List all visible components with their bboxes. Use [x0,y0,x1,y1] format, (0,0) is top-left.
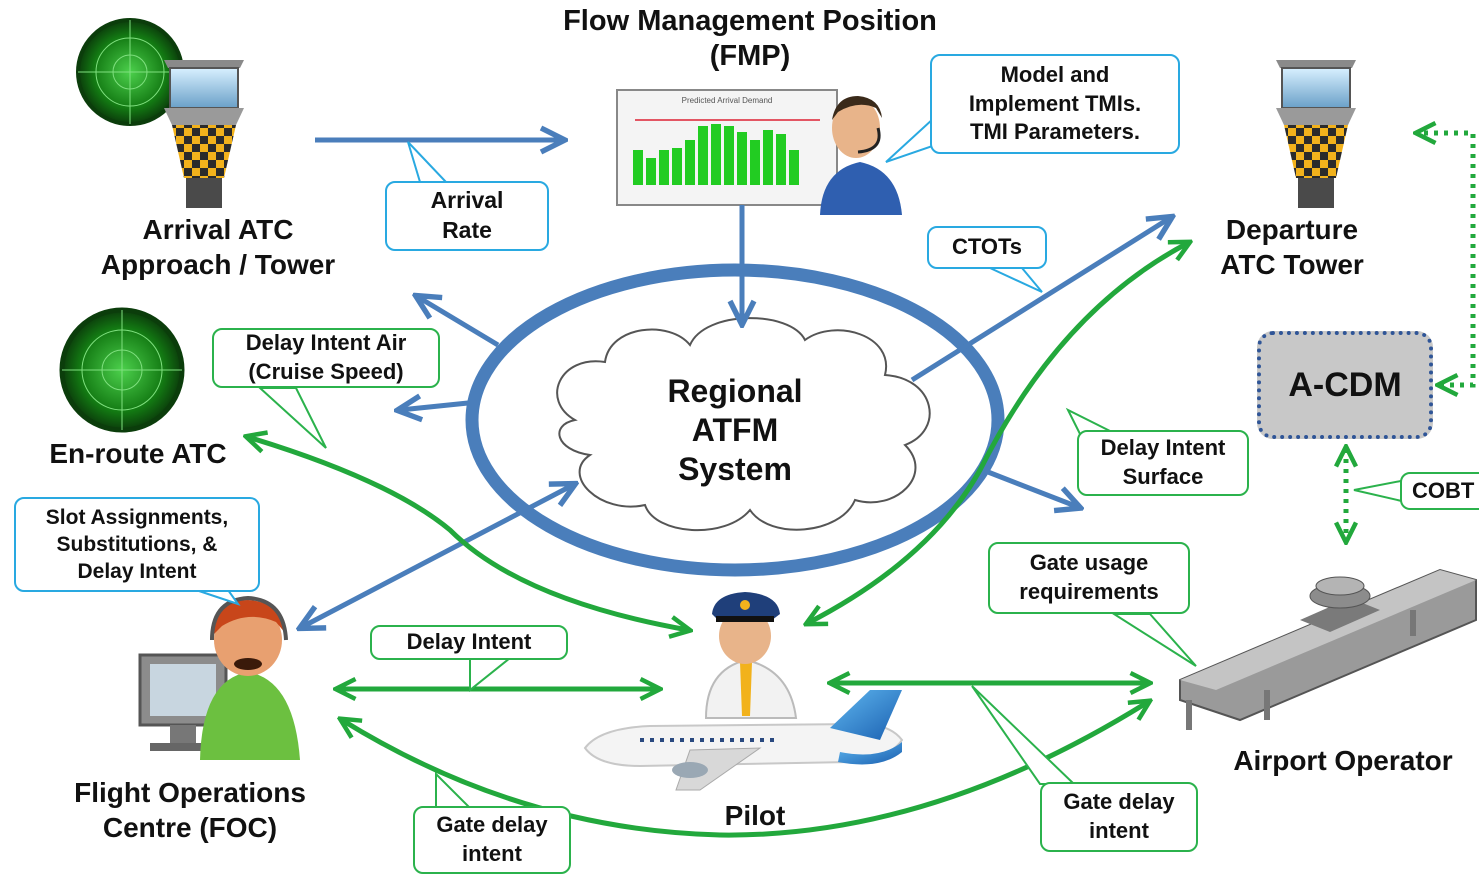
foc-line1: Flight Operations [74,777,306,808]
foc-operator-icon [138,595,300,760]
arrow-system-foc [302,485,573,627]
pointer-delay-air [257,387,327,449]
airport-terminal-icon [1179,568,1477,730]
callout-delay-intent-surface-text: Delay Intent Surface [1100,435,1226,489]
callout-gate-usage: Gate usage requirements [988,542,1190,614]
callout-cobt: COBT [1400,472,1479,510]
callout-slot-assignments: Slot Assignments, Substitutions, & Delay… [14,497,260,592]
arrow-enroute-pilot [248,437,688,630]
callout-model-tmis: Model and Implement TMIs. TMI Parameters… [930,54,1180,154]
callout-delay-intent: Delay Intent [370,625,568,660]
arrival-atc-line2: Approach / Tower [100,249,336,280]
callout-cobt-text: COBT [1412,477,1475,503]
pointer-cobt [1353,478,1407,504]
arrival-atc-label: Arrival ATC Approach / Tower [58,212,378,282]
foc-label: Flight Operations Centre (FOC) [40,775,340,845]
pilot-label: Pilot [724,800,786,831]
tower-icon-arrival [164,60,244,208]
radar-icon-enroute [59,307,185,433]
tower-icon-departure [1276,60,1356,208]
arrow-acdm-departure [1418,133,1476,385]
callout-delay-intent-text: Delay Intent [406,629,532,655]
acdm-label: A-CDM [1288,365,1402,404]
callout-delay-intent-surface: Delay Intent Surface [1077,430,1249,496]
pilot-icon [704,592,798,719]
foc-line2: Centre (FOC) [102,812,278,843]
arrow-system-to-arrival [418,297,500,348]
regional-atfm-system-label: Regional ATFM System [667,373,803,488]
fmp-label-line2: (FMP) [709,40,791,73]
callout-gate-delay-left: Gate delay intent [413,806,571,874]
callout-arrival-rate: Arrival Rate [385,181,549,251]
arrow-foc-airport [342,702,1148,838]
callout-gate-delay-right-text: Gate delay intent [1063,789,1175,843]
arrival-atc-line1: Arrival ATC [142,214,294,245]
pointer-slot [195,589,241,606]
callout-delay-intent-air-text: Delay Intent Air (Cruise Speed) [245,330,407,384]
callout-ctots: CTOTs [927,226,1047,269]
departure-atc-line1: Departure [1225,214,1359,245]
callout-model-tmis-text: Model and Implement TMIs. TMI Parameters… [968,62,1142,145]
enroute-atc-label: En-route ATC [49,438,227,469]
callout-ctots-text: CTOTs [951,234,1023,260]
callout-arrival-rate-text: Arrival Rate [430,187,504,243]
fmp-label-line1: Flow Management Position [563,5,937,37]
fmp-label: Flow Management Position (FMP) [520,4,980,75]
callout-slot-assignments-text: Slot Assignments, Substitutions, & Delay… [45,505,229,584]
operator-icon [820,96,902,215]
arrow-system-to-airport [987,469,1078,507]
airport-operator-label: Airport Operator [1233,745,1453,776]
arrow-pilot-departure [808,243,1188,623]
callout-gate-delay-left-text: Gate delay intent [436,812,548,866]
departure-atc-line2: ATC Tower [1220,249,1364,280]
pointer-arrival-rate [407,141,449,183]
callout-delay-intent-air: Delay Intent Air (Cruise Speed) [212,328,440,388]
departure-atc-label: Departure ATC Tower [1192,212,1392,282]
monitor-chart-title: Predicted Arrival Demand [682,96,773,105]
pointer-gate-usage [1110,613,1197,667]
pointer-ctots [989,267,1043,293]
callout-gate-delay-right: Gate delay intent [1040,782,1198,852]
callout-gate-usage-text: Gate usage requirements [1019,550,1159,604]
arrow-system-to-enroute [400,403,469,410]
acdm-box: A-CDM [1257,331,1433,439]
fmp-monitor-icon: Predicted Arrival Demand [616,89,838,206]
pointer-delay-intent [469,657,513,693]
